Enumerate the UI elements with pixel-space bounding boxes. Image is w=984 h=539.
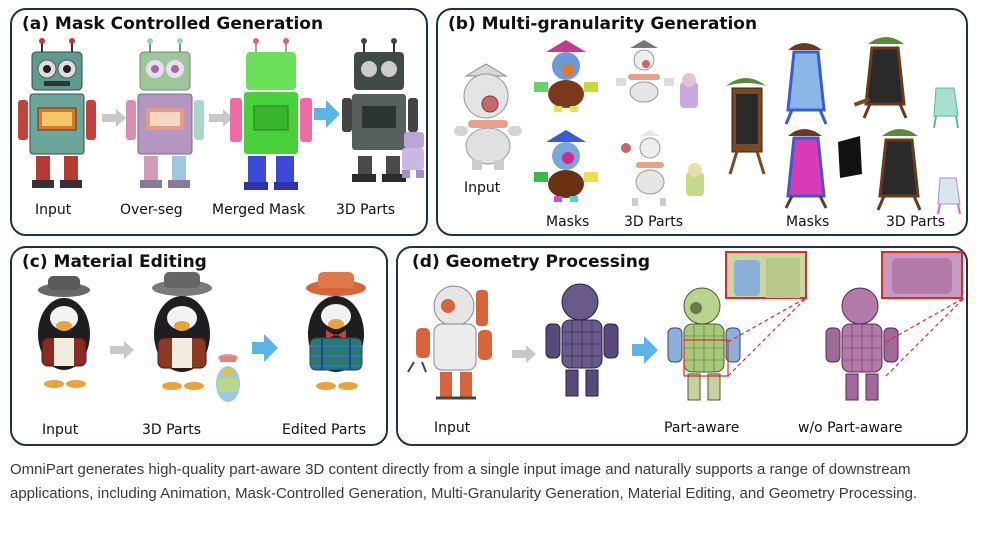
panel-a-title: (a) Mask Controlled Generation bbox=[22, 14, 324, 34]
part-aware-robot-image bbox=[667, 287, 741, 401]
panel-a-label-3d-parts: 3D Parts bbox=[336, 202, 396, 218]
panel-a-label-over-seg: Over-seg bbox=[120, 202, 183, 218]
panel-b-title: (b) Multi-granularity Generation bbox=[448, 14, 758, 34]
panel-a-label-input: Input bbox=[35, 202, 72, 218]
input-character-image bbox=[454, 63, 522, 170]
masks-character-coarse-image bbox=[534, 40, 598, 112]
input-diver-robot-image bbox=[407, 285, 492, 400]
panel-d-title: (d) Geometry Processing bbox=[412, 252, 651, 272]
without-part-aware-robot-image bbox=[825, 287, 899, 401]
3d-parts-penguin-image bbox=[152, 272, 240, 402]
mesh-robot-image bbox=[545, 283, 619, 397]
edited-parts-penguin-image bbox=[306, 272, 366, 390]
masks-character-fine-image bbox=[534, 130, 598, 202]
sign-board-input-image bbox=[726, 78, 766, 175]
panel-d-label-part-aware: Part-aware bbox=[664, 420, 740, 436]
3d-parts-character-coarse-image bbox=[616, 40, 698, 108]
input-penguin-image bbox=[38, 276, 90, 388]
3d-parts-robot-image bbox=[342, 38, 424, 182]
panel-multi-granularity-generation bbox=[436, 8, 968, 236]
panel-d-label-without-part-aware: w/o Part-aware bbox=[798, 420, 903, 436]
panel-c-figure bbox=[38, 272, 366, 402]
part-aware-zoom-inset bbox=[725, 251, 807, 377]
sign-board-mask-coarse-image bbox=[784, 43, 828, 125]
panel-d-figure bbox=[407, 251, 965, 401]
panel-b-figure bbox=[454, 37, 961, 215]
panel-a-label-merged-mask: Merged Mask bbox=[212, 202, 306, 218]
input-robot-image bbox=[18, 38, 96, 188]
without-part-aware-zoom-inset bbox=[881, 251, 965, 377]
sign-board-3d-coarse-image bbox=[853, 37, 908, 119]
figure-caption: OmniPart generates high-quality part-awa… bbox=[10, 461, 918, 502]
panel-b-label-3d-parts-2: 3D Parts bbox=[886, 214, 946, 230]
merged-mask-robot-image bbox=[230, 38, 312, 190]
3d-parts-character-fine-image bbox=[621, 130, 704, 206]
panel-c-label-input: Input bbox=[42, 422, 79, 438]
panel-b-label-masks-2: Masks bbox=[786, 214, 830, 230]
panel-a-figure bbox=[18, 38, 424, 190]
panel-c-label-3d-parts: 3D Parts bbox=[142, 422, 202, 438]
sign-board-small-fine-image bbox=[937, 177, 961, 215]
panel-b-label-3d-parts-1: 3D Parts bbox=[624, 214, 684, 230]
sign-board-3d-fine-image bbox=[876, 129, 922, 211]
panel-c-label-edited-parts: Edited Parts bbox=[282, 422, 366, 438]
sign-board-mask-fine-image bbox=[784, 129, 862, 209]
panel-c-title: (c) Material Editing bbox=[22, 252, 207, 272]
panel-d-label-input: Input bbox=[434, 420, 471, 436]
panel-b-label-masks-1: Masks bbox=[546, 214, 590, 230]
panel-b-label-input: Input bbox=[464, 180, 501, 196]
over-seg-robot-image bbox=[126, 38, 204, 188]
sign-board-small-coarse-image bbox=[933, 87, 959, 129]
